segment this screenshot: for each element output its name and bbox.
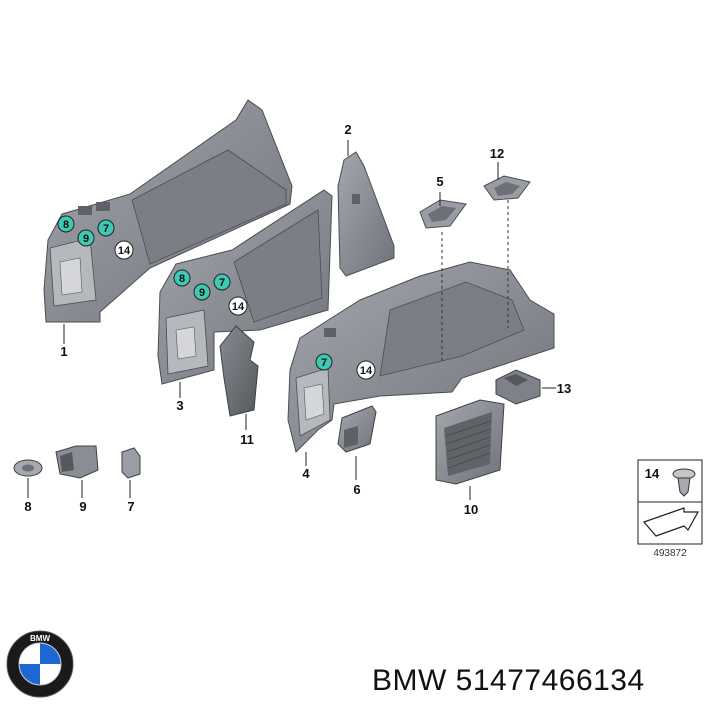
circle-label-14b: 14: [232, 301, 245, 313]
part-10-grille-cover: [435, 399, 505, 485]
part-number-caption: BMW 51477466134: [372, 664, 645, 697]
circle-label-7a: 7: [103, 223, 109, 235]
circle-label-14c: 14: [360, 365, 373, 377]
callout-5: 5: [436, 174, 443, 189]
part-13-holder: [495, 369, 541, 405]
part-12-cover: [483, 175, 531, 201]
callout-13: 13: [557, 381, 571, 396]
circle-marker-8b: [173, 269, 191, 287]
circle-marker-14a: [114, 240, 134, 260]
diagram-doc-number: 493872: [653, 548, 687, 559]
part-3-side-trim-panel: [157, 189, 333, 385]
callout-10: 10: [464, 502, 478, 517]
circle-marker-7a: [97, 219, 115, 237]
circle-label-8b: 8: [179, 273, 185, 285]
circle-label-9a: 9: [83, 233, 89, 245]
legend-part-number: 14: [645, 466, 660, 481]
bmw-logo: BMW: [6, 630, 74, 698]
callout-2: 2: [344, 122, 351, 137]
part-9-switch-cover: [55, 445, 99, 479]
direction-arrow-icon: [642, 507, 700, 537]
legend-box: 14 493872: [637, 459, 703, 559]
callout-8: 8: [24, 499, 31, 514]
callout-11: 11: [240, 432, 254, 447]
circle-marker-7c: [315, 353, 333, 371]
callout-4: 4: [302, 466, 310, 481]
part-11-bracket: [219, 325, 259, 417]
callout-labels: 1 2 3 4 5 6 7 8 9 10 11 12 13: [24, 122, 571, 517]
logo-lettering: BMW: [30, 634, 50, 643]
circle-marker-8a: [57, 215, 75, 233]
circle-marker-9b: [193, 283, 211, 301]
callout-7: 7: [127, 499, 134, 514]
circle-label-14a: 14: [118, 245, 131, 257]
circle-marker-9a: [77, 229, 95, 247]
part-1-side-trim-panel: [43, 99, 293, 323]
part-4-side-trim-panel: [287, 261, 555, 453]
circle-label-7b: 7: [219, 277, 225, 289]
part-6-bracket: [337, 405, 377, 453]
circle-marker-14c: [356, 360, 376, 380]
part-8-clip: [13, 459, 43, 477]
callout-9: 9: [79, 499, 86, 514]
push-clip-icon: [672, 468, 696, 497]
callout-3: 3: [176, 398, 183, 413]
callout-12: 12: [490, 146, 504, 161]
part-2-pillar-trim: [337, 151, 395, 277]
callout-1: 1: [60, 344, 67, 359]
part-5-cover: [419, 199, 467, 229]
callout-6: 6: [353, 482, 360, 497]
assembly-lines: [441, 200, 509, 362]
circle-marker-7b: [213, 273, 231, 291]
circled-markers: 8 9 7 14 8 9 7 14 7 14: [57, 215, 376, 380]
circle-label-7c: 7: [321, 357, 327, 369]
circle-marker-14b: [228, 296, 248, 316]
part-7-cap: [121, 447, 141, 479]
circle-label-9b: 9: [199, 287, 205, 299]
circle-label-8a: 8: [63, 219, 69, 231]
leader-lines: [27, 140, 556, 500]
